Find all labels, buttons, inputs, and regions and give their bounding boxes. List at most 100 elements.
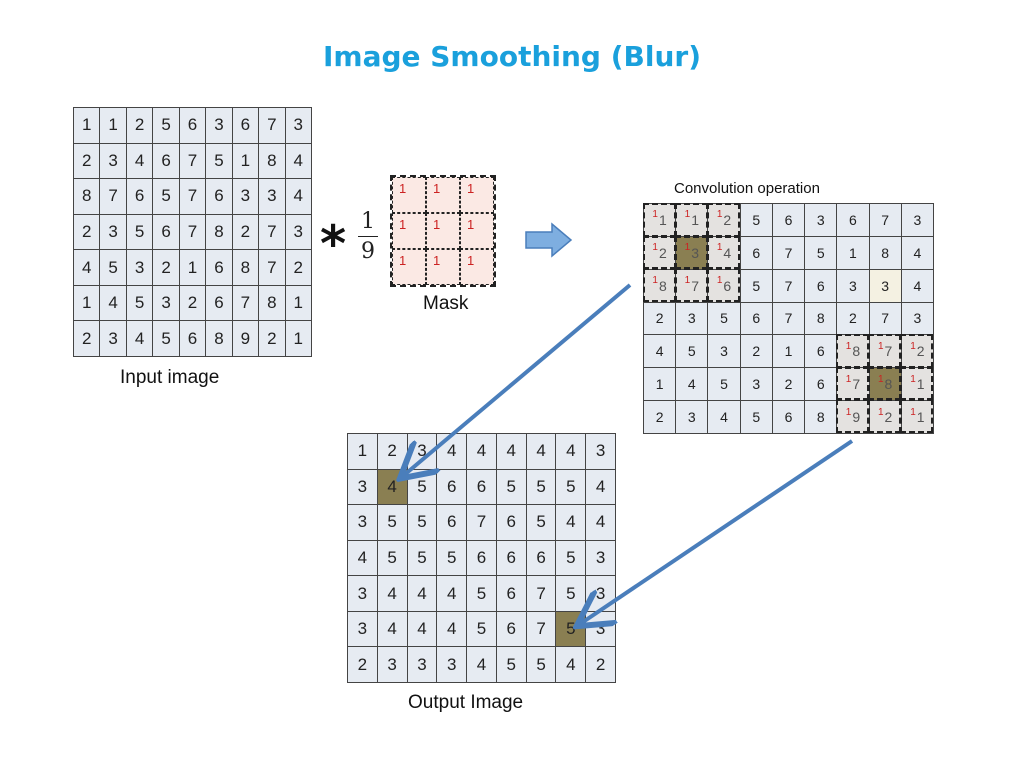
convolution-cell: 1 — [837, 236, 869, 269]
pixel-value: 6 — [723, 277, 732, 294]
input-cell: 3 — [153, 285, 179, 321]
input-cell: 7 — [259, 214, 285, 250]
convolution-cell: 2 — [740, 335, 772, 368]
output-cell: 5 — [467, 611, 496, 647]
convolution-cell: 3 — [837, 269, 869, 302]
normalization-fraction: 1 9 — [358, 209, 378, 264]
input-cell: 3 — [285, 214, 311, 250]
kernel-weight: 1 — [716, 209, 723, 221]
input-cell: 8 — [259, 143, 285, 179]
input-cell: 3 — [100, 143, 126, 179]
convolution-cell: 6 — [805, 269, 837, 302]
kernel-weight: 1 — [652, 242, 658, 254]
pixel-value: 2 — [723, 211, 732, 228]
convolution-cell: 4 — [708, 401, 740, 433]
input-cell: 5 — [126, 285, 153, 321]
input-cell: 5 — [100, 250, 126, 285]
pixel-value: 8 — [884, 376, 893, 393]
mask-cell: 1 — [426, 213, 460, 249]
input-cell: 2 — [179, 285, 206, 321]
convolution-cell: 7 — [772, 269, 805, 302]
output-cell: 3 — [348, 576, 377, 611]
convolution-cell: 6 — [837, 204, 869, 236]
input-cell: 8 — [259, 285, 285, 321]
input-cell: 5 — [153, 108, 179, 143]
input-cell: 6 — [232, 108, 259, 143]
input-cell: 8 — [206, 321, 232, 356]
output-cell: 4 — [437, 576, 467, 611]
output-cell: 5 — [556, 540, 586, 576]
output-cell: 4 — [437, 434, 467, 469]
output-cell: 5 — [526, 505, 556, 540]
convolution-cell: 4 — [901, 269, 933, 302]
mask-cell: 1 — [392, 249, 426, 285]
output-cell: 4 — [348, 540, 377, 576]
kernel-weight: 1 — [877, 373, 884, 385]
output-cell: 5 — [526, 469, 556, 505]
kernel-weight: 1 — [845, 406, 852, 418]
input-cell: 2 — [74, 143, 100, 179]
output-cell: 7 — [467, 505, 496, 540]
output-cell: 6 — [496, 540, 526, 576]
input-cell: 4 — [285, 179, 311, 214]
input-cell: 8 — [206, 214, 232, 250]
pixel-value: 9 — [852, 409, 861, 426]
output-cell: 6 — [437, 505, 467, 540]
output-cell: 3 — [407, 647, 437, 682]
output-cell: 4 — [556, 505, 586, 540]
pixel-value: 7 — [884, 343, 893, 360]
convolution-cell: 2 — [837, 302, 869, 335]
convolution-operator: * — [320, 215, 347, 273]
input-cell: 1 — [232, 143, 259, 179]
convolution-cell: 6 — [772, 204, 805, 236]
convolution-cell: 5 — [740, 269, 772, 302]
kernel-weight: 1 — [684, 209, 691, 221]
pixel-value: 3 — [691, 244, 699, 261]
kernel-weight: 1 — [910, 340, 916, 352]
output-cell: 5 — [526, 647, 556, 682]
input-cell: 6 — [206, 250, 232, 285]
output-cell: 5 — [496, 647, 526, 682]
input-cell: 1 — [74, 108, 100, 143]
kernel-weight: 1 — [652, 209, 658, 221]
pixel-value: 1 — [658, 211, 667, 228]
convolution-cell: 7 — [869, 204, 901, 236]
output-cell: 4 — [556, 434, 586, 469]
input-cell: 3 — [232, 179, 259, 214]
kernel-weight: 1 — [716, 275, 723, 287]
output-cell: 4 — [586, 469, 615, 505]
output-cell: 5 — [377, 505, 407, 540]
output-cell: 4 — [467, 647, 496, 682]
input-cell: 4 — [126, 143, 153, 179]
fraction-numerator: 1 — [361, 209, 375, 234]
input-cell: 5 — [153, 179, 179, 214]
input-cell: 1 — [100, 108, 126, 143]
input-cell: 6 — [126, 179, 153, 214]
output-cell: 4 — [377, 576, 407, 611]
input-cell: 7 — [179, 143, 206, 179]
input-cell: 5 — [153, 321, 179, 356]
kernel-weight: 1 — [910, 406, 916, 418]
input-cell: 2 — [232, 214, 259, 250]
convolution-cell: 3 — [901, 204, 933, 236]
pixel-value: 2 — [658, 244, 667, 261]
convolution-cell: 3 — [676, 302, 708, 335]
arrow-to-output-bottom — [580, 439, 854, 624]
mask-cell: 1 — [426, 249, 460, 285]
input-cell: 7 — [259, 108, 285, 143]
convolution-cell: 5 — [708, 302, 740, 335]
convolution-label: Convolution operation — [674, 180, 820, 197]
convolution-cell: 6 — [740, 236, 772, 269]
output-cell: 6 — [496, 576, 526, 611]
output-cell: 5 — [496, 469, 526, 505]
